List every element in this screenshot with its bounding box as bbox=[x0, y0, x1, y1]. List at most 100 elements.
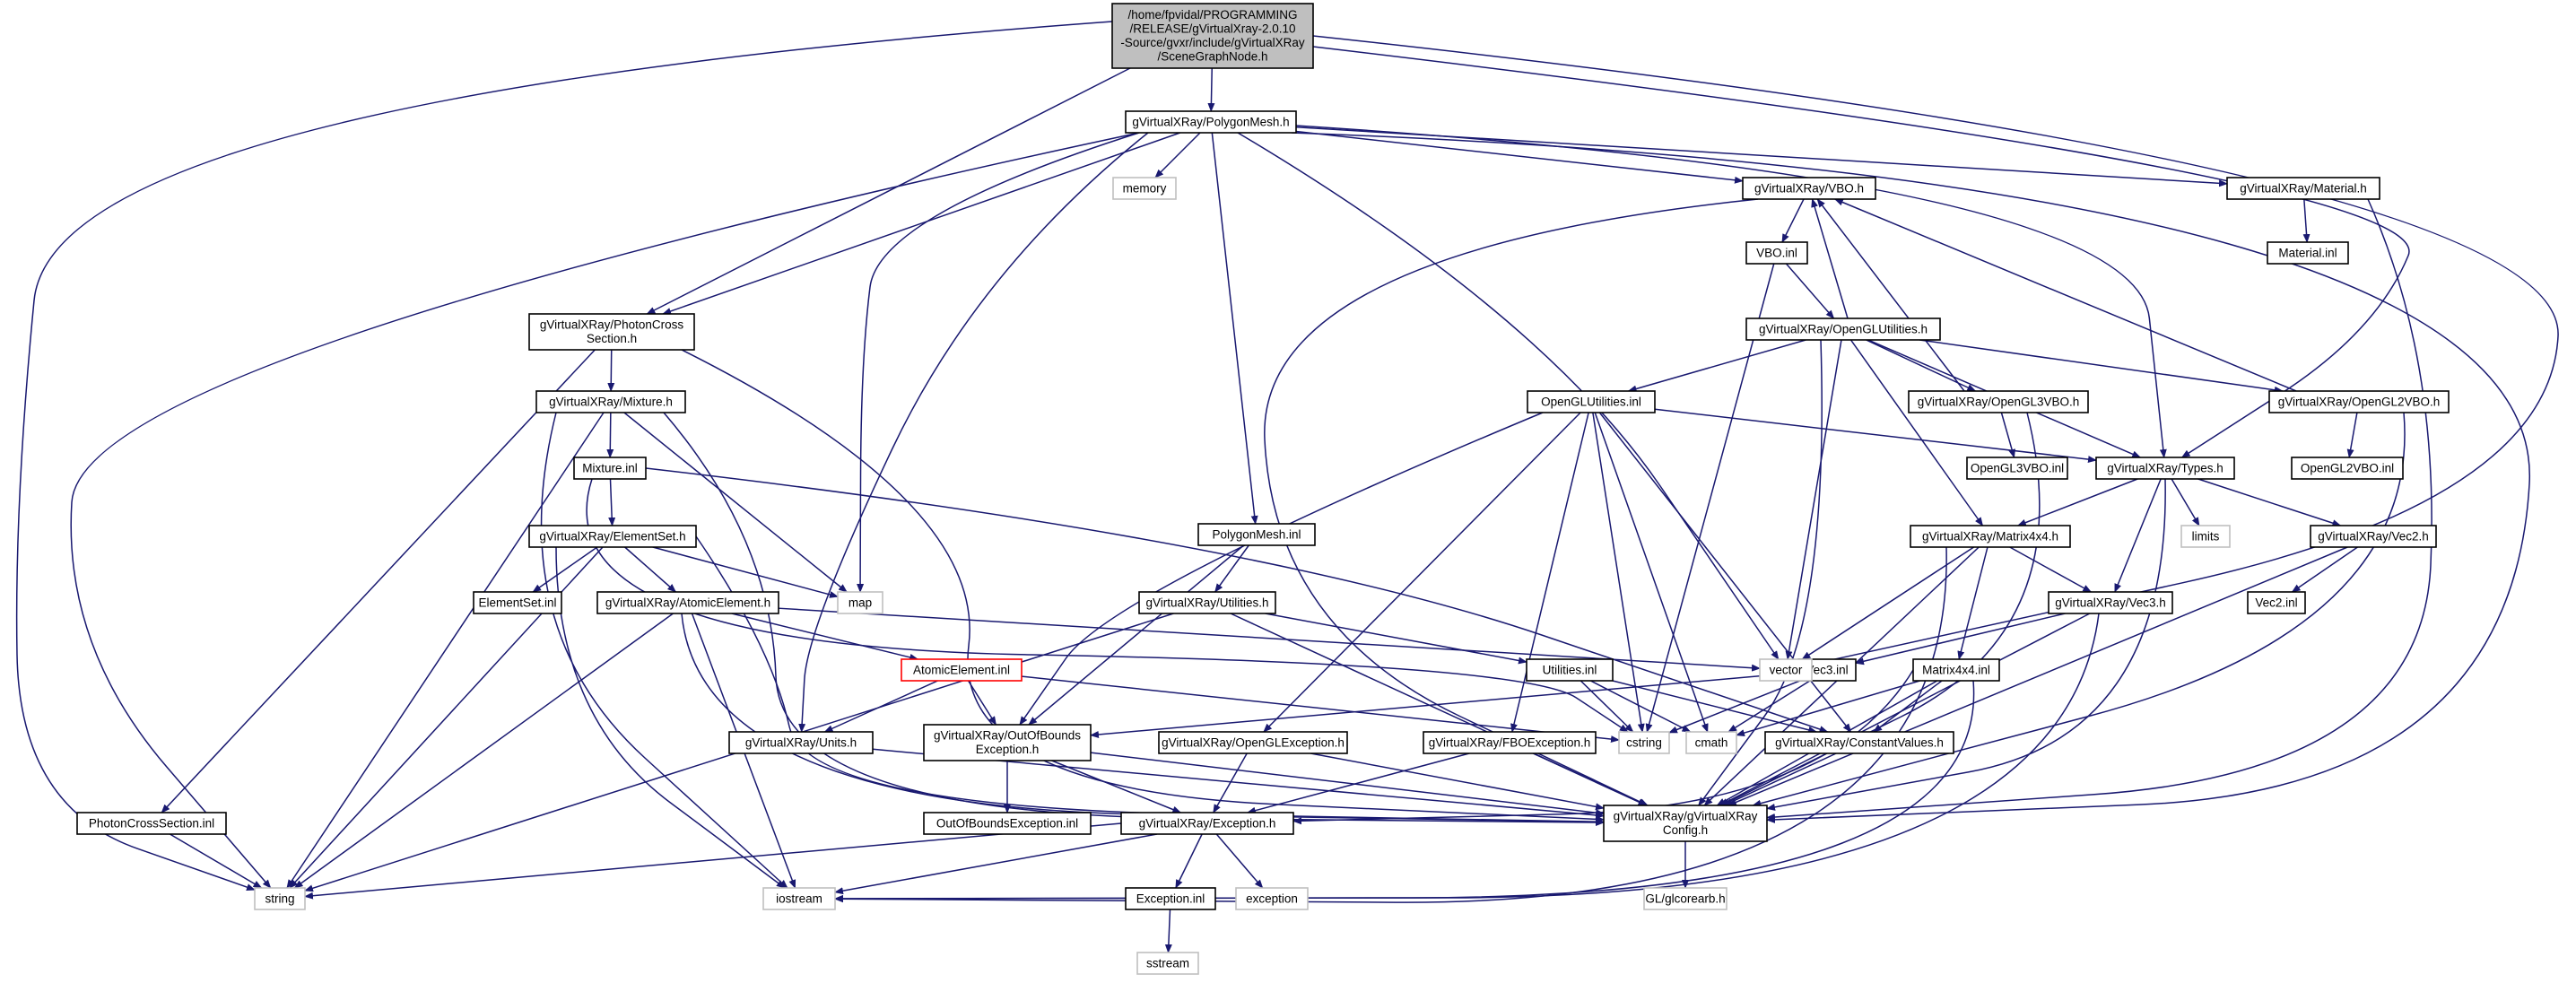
node-ogl3vbo_inl[interactable]: OpenGL3VBO.inl bbox=[1966, 457, 2068, 480]
node-photon_h[interactable]: gVirtualXRay/PhotonCrossSection.h bbox=[528, 313, 695, 351]
node-label-cmath: cmath bbox=[1695, 735, 1728, 749]
node-label-vector: vector bbox=[1770, 663, 1803, 676]
node-box-memory bbox=[1112, 177, 1177, 200]
node-string[interactable]: string bbox=[254, 887, 306, 910]
edge-vec3_inl-to-cstring bbox=[1668, 680, 1801, 734]
node-vbo_h[interactable]: gVirtualXRay/VBO.h bbox=[1742, 177, 1876, 200]
node-units_h[interactable]: gVirtualXRay/Units.h bbox=[728, 731, 874, 754]
node-glcorearb[interactable]: GL/glcorearb.h bbox=[1643, 887, 1727, 910]
node-label-exception_inl: Exception.inl bbox=[1136, 892, 1205, 905]
edge-exception_h-to-exception bbox=[1215, 833, 1264, 889]
node-box-iostream bbox=[762, 887, 836, 910]
node-matrix_inl[interactable]: Matrix4x4.inl bbox=[1912, 658, 2000, 682]
node-exception[interactable]: exception bbox=[1235, 887, 1309, 910]
node-ogl2vbo_h[interactable]: gVirtualXRay/OpenGL2VBO.h bbox=[2268, 390, 2450, 413]
edge-utilities_inl-to-const_h bbox=[1612, 680, 1818, 734]
edge-oglexc_h-to-config_h bbox=[1310, 752, 1605, 811]
edge-oglutil_h-to-oglutil_inl bbox=[1627, 339, 1806, 393]
node-box-vector bbox=[1759, 658, 1813, 682]
node-sstream[interactable]: sstream bbox=[1136, 952, 1199, 975]
node-polygonmesh_h[interactable]: gVirtualXRay/PolygonMesh.h bbox=[1125, 110, 1297, 134]
node-elementset_inl[interactable]: ElementSet.inl bbox=[473, 591, 562, 614]
node-elementset_h[interactable]: gVirtualXRay/ElementSet.h bbox=[528, 525, 697, 548]
node-iostream[interactable]: iostream bbox=[762, 887, 836, 910]
edge-atomic_h-to-vector bbox=[778, 607, 1761, 672]
node-cstring[interactable]: cstring bbox=[1618, 731, 1670, 754]
node-label-photon_inl: PhotonCrossSection.inl bbox=[89, 816, 214, 830]
node-utilities_inl[interactable]: Utilities.inl bbox=[1526, 658, 1614, 682]
node-vec3_h[interactable]: gVirtualXRay/Vec3.h bbox=[2048, 591, 2173, 614]
node-ogl3vbo_h[interactable]: gVirtualXRay/OpenGL3VBO.h bbox=[1908, 390, 2089, 413]
node-label-oglutil_inl: OpenGLUtilities.inl bbox=[1541, 395, 1641, 408]
node-label-oob_h: Exception.h bbox=[976, 743, 1040, 756]
node-label-oob_inl: OutOfBoundsException.inl bbox=[936, 816, 1078, 830]
node-box-matrix_h bbox=[1910, 525, 2071, 548]
node-oob_inl[interactable]: OutOfBoundsException.inl bbox=[923, 812, 1092, 835]
edge-oglutil_inl-to-cmath bbox=[1594, 412, 1709, 733]
node-label-config_h: gVirtualXRay/gVirtualXRay bbox=[1614, 810, 1758, 823]
edge-types_h-to-config_h bbox=[1766, 478, 2166, 811]
edge-pm_inl-to-utilities_h bbox=[1214, 544, 1249, 593]
node-material_h[interactable]: gVirtualXRay/Material.h bbox=[2226, 177, 2380, 200]
node-label-vec2_inl: Vec2.inl bbox=[2255, 596, 2297, 609]
edge-types_h-to-matrix_h bbox=[2016, 478, 2138, 526]
node-exception_h[interactable]: gVirtualXRay/Exception.h bbox=[1120, 812, 1294, 835]
edge-utilities_h-to-utilities_inl bbox=[1265, 613, 1527, 665]
node-atomic_inl[interactable]: AtomicElement.inl bbox=[901, 658, 1023, 682]
node-label-mixture_inl: Mixture.inl bbox=[582, 461, 638, 474]
node-oglutil_h[interactable]: gVirtualXRay/OpenGLUtilities.h bbox=[1745, 318, 1941, 341]
node-photon_inl[interactable]: PhotonCrossSection.inl bbox=[76, 812, 227, 835]
node-vec2_inl[interactable]: Vec2.inl bbox=[2247, 591, 2306, 614]
node-label-root: -Source/gvxr/include/gVirtualXRay bbox=[1120, 36, 1305, 49]
node-cmath[interactable]: cmath bbox=[1685, 731, 1737, 754]
node-pm_inl[interactable]: PolygonMesh.inl bbox=[1197, 523, 1316, 546]
node-atomic_h[interactable]: gVirtualXRay/AtomicElement.h bbox=[596, 591, 779, 614]
node-label-atomic_inl: AtomicElement.inl bbox=[913, 663, 1010, 676]
edge-polygonmesh_h-to-vector bbox=[1237, 132, 1780, 660]
edge-ogl2vbo_h-to-vbo_h bbox=[1833, 198, 2297, 392]
edge-root-to-types_h bbox=[1312, 46, 2410, 458]
node-matrix_h[interactable]: gVirtualXRay/Matrix4x4.h bbox=[1910, 525, 2071, 548]
node-vector[interactable]: vector bbox=[1759, 658, 1813, 682]
edge-types_h-to-vec2_h bbox=[2197, 478, 2342, 526]
node-map[interactable]: map bbox=[837, 591, 883, 614]
edge-vbo_inl-to-oglutil_h bbox=[1785, 263, 1835, 319]
node-fboexc_h[interactable]: gVirtualXRay/FBOException.h bbox=[1423, 731, 1597, 754]
edge-matrix_h-to-vector bbox=[1801, 546, 1975, 660]
node-utilities_h[interactable]: gVirtualXRay/Utilities.h bbox=[1138, 591, 1276, 614]
node-exception_inl[interactable]: Exception.inl bbox=[1125, 887, 1216, 910]
edge-utilities_inl-to-cmath bbox=[1590, 680, 1692, 733]
edge-mixture_h-to-map bbox=[623, 412, 848, 593]
edge-oglutil_h-to-vector bbox=[1785, 339, 1842, 660]
node-vec2_h[interactable]: gVirtualXRay/Vec2.h bbox=[2310, 525, 2437, 548]
edge-ogl2vbo_h-to-ogl2vbo_inl bbox=[2346, 412, 2358, 458]
node-memory[interactable]: memory bbox=[1112, 177, 1177, 200]
node-box-oob_inl bbox=[923, 812, 1092, 835]
edge-polygonmesh_h-to-pm_inl bbox=[1211, 132, 1258, 525]
node-oglexc_h[interactable]: gVirtualXRay/OpenGLException.h bbox=[1158, 731, 1348, 754]
node-label-vbo_h: gVirtualXRay/VBO.h bbox=[1754, 181, 1864, 195]
node-types_h[interactable]: gVirtualXRay/Types.h bbox=[2095, 457, 2235, 480]
node-ogl2vbo_inl[interactable]: OpenGL2VBO.inl bbox=[2291, 457, 2404, 480]
node-box-utilities_inl bbox=[1526, 658, 1614, 682]
node-material_inl[interactable]: Material.inl bbox=[2267, 241, 2349, 265]
node-mixture_inl[interactable]: Mixture.inl bbox=[573, 457, 647, 480]
node-oglutil_inl[interactable]: OpenGLUtilities.inl bbox=[1527, 390, 1656, 413]
node-oob_h[interactable]: gVirtualXRay/OutOfBoundsException.h bbox=[923, 724, 1092, 761]
edge-atomic_inl-to-cstring bbox=[1021, 675, 1620, 744]
edge-mixture_inl-to-const_h bbox=[645, 467, 1829, 733]
node-box-exception_inl bbox=[1125, 887, 1216, 910]
edge-matrix_inl-to-iostream bbox=[834, 680, 1975, 902]
node-box-map bbox=[837, 591, 883, 614]
node-mixture_h[interactable]: gVirtualXRay/Mixture.h bbox=[535, 390, 686, 413]
node-box-sstream bbox=[1136, 952, 1199, 975]
node-vbo_inl[interactable]: VBO.inl bbox=[1745, 241, 1808, 265]
node-label-ogl3vbo_h: gVirtualXRay/OpenGL3VBO.h bbox=[1918, 395, 2080, 408]
node-label-elementset_h: gVirtualXRay/ElementSet.h bbox=[539, 529, 685, 543]
node-label-vec3_inl: Vec3.inl bbox=[1806, 663, 1848, 676]
node-const_h[interactable]: gVirtualXRay/ConstantValues.h bbox=[1764, 731, 1954, 754]
node-limits[interactable]: limits bbox=[2180, 525, 2231, 548]
node-box-types_h bbox=[2095, 457, 2235, 480]
node-label-photon_h: Section.h bbox=[587, 332, 637, 345]
